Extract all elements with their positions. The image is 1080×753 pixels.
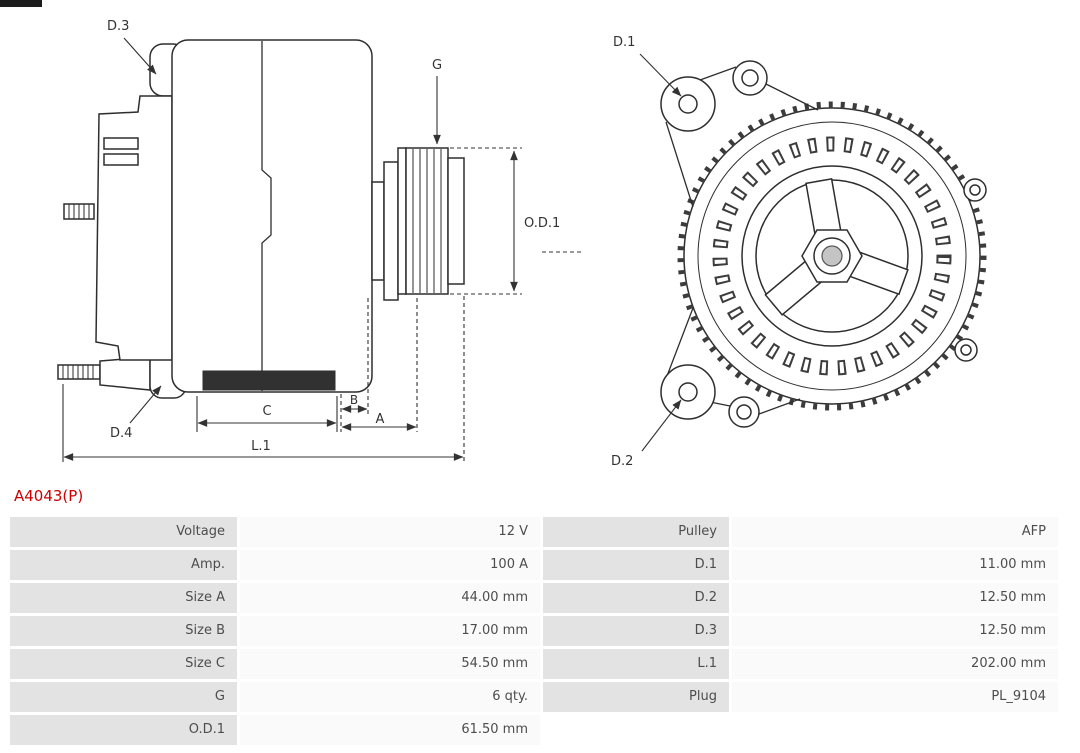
spec-value: 12.50 mm — [732, 583, 1058, 613]
dimension-od1: O.D.1 — [450, 147, 584, 295]
side-view-diagram: D.3 G D.4 O.D.1 C B A — [57, 19, 584, 462]
terminal-stud — [63, 203, 95, 220]
spec-value: 61.50 mm — [240, 715, 540, 745]
spec-label: Pulley — [543, 517, 729, 547]
part-number: A4043(P) — [14, 487, 84, 505]
spec-value: 12 V — [240, 517, 540, 547]
pulley-side — [397, 147, 465, 295]
label-b: B — [350, 393, 358, 407]
leader-d3 — [123, 37, 157, 75]
dimension-a: A — [341, 298, 418, 432]
vent-slots — [712, 136, 952, 376]
mounting-bolt — [57, 356, 151, 391]
label-od1: O.D.1 — [524, 216, 560, 231]
leader-d1 — [639, 53, 682, 97]
spec-value: AFP — [732, 517, 1058, 547]
mounting-hole-bottom — [728, 396, 760, 428]
mounting-hole-d1 — [660, 76, 716, 132]
spec-label: Voltage — [10, 517, 237, 547]
spec-label: D.2 — [543, 583, 729, 613]
mounting-hole-top-right — [732, 60, 768, 96]
leader-d2 — [641, 399, 682, 452]
spec-label-empty — [543, 715, 729, 745]
hub-nut — [801, 229, 863, 283]
spec-value: 6 qty. — [240, 682, 540, 712]
spec-value-empty — [732, 715, 1058, 745]
alternator-body — [171, 39, 373, 393]
label-a: A — [376, 412, 385, 427]
label-d4: D.4 — [110, 426, 132, 441]
spec-label: Size B — [10, 616, 237, 646]
label-g: G — [432, 58, 442, 73]
spec-label: O.D.1 — [10, 715, 237, 745]
spec-label: L.1 — [543, 649, 729, 679]
body-shadow-band — [202, 370, 336, 391]
dimension-b: B — [340, 298, 369, 432]
label-l1: L.1 — [251, 439, 271, 454]
front-view-diagram: D.1 D.2 — [611, 35, 987, 469]
label-d2: D.2 — [611, 454, 633, 469]
spec-label: Amp. — [10, 550, 237, 580]
housing-serrations — [677, 101, 987, 411]
housing-inner-contour — [697, 121, 967, 391]
label-c: C — [262, 404, 271, 419]
spec-value: PL_9104 — [732, 682, 1058, 712]
spec-value: 54.50 mm — [240, 649, 540, 679]
shaft-spacers — [371, 161, 399, 301]
spec-value: 44.00 mm — [240, 583, 540, 613]
spec-value: 100 A — [240, 550, 540, 580]
spec-table: Voltage 12 V Pulley AFP Amp. 100 A D.1 1… — [10, 517, 1058, 745]
spec-value: 17.00 mm — [240, 616, 540, 646]
mounting-hole-d2 — [660, 364, 716, 420]
spec-value: 11.00 mm — [732, 550, 1058, 580]
spec-label: G — [10, 682, 237, 712]
spec-value: 12.50 mm — [732, 616, 1058, 646]
dimension-l1: L.1 — [62, 296, 465, 462]
dimension-c: C — [196, 396, 338, 432]
side-tab-right-top — [963, 178, 987, 202]
rear-bracket — [95, 95, 173, 361]
technical-diagram: D.3 G D.4 O.D.1 C B A — [57, 19, 987, 469]
spec-label: D.3 — [543, 616, 729, 646]
spec-label: Plug — [543, 682, 729, 712]
logo-fragment — [0, 0, 42, 7]
spec-label: D.1 — [543, 550, 729, 580]
shaft-center — [821, 245, 843, 267]
leader-d4 — [129, 385, 162, 424]
spec-label: Size C — [10, 649, 237, 679]
spec-label: Size A — [10, 583, 237, 613]
label-d1: D.1 — [613, 35, 635, 50]
side-tab-right-bottom — [954, 338, 978, 362]
spec-value: 202.00 mm — [732, 649, 1058, 679]
label-d3: D.3 — [107, 19, 129, 34]
flange-connectors — [665, 66, 819, 415]
